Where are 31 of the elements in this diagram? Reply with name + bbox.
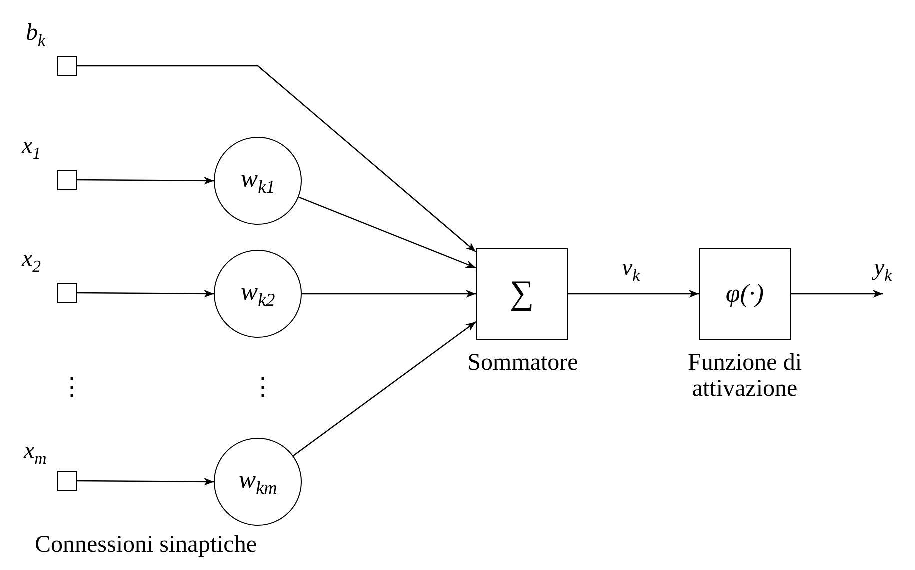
input-square (57, 170, 77, 190)
vertical-ellipsis: ⋮ (251, 375, 275, 402)
weight-label: w$_{k1}$ (240, 166, 276, 196)
input-label: x$_{2}$ (22, 246, 42, 276)
weight-label: w$_{k2}$ (240, 278, 276, 310)
activation-function-label: φ(·) (726, 281, 764, 307)
function-box (699, 248, 791, 340)
input-square (57, 56, 77, 76)
weight-label: w$_{km}$ (238, 466, 278, 498)
arrow (568, 290, 699, 298)
edge-label: y$_{k}$ (874, 255, 892, 286)
group-caption: Connessioni sinaptiche (35, 532, 257, 558)
input-label: x$_{1}$ (22, 133, 42, 164)
input-label: b$_{k}$ (26, 20, 46, 50)
arrow (77, 65, 476, 252)
input-label: x$_{m}$ (24, 438, 47, 468)
arrow (77, 176, 214, 185)
arrow (298, 196, 476, 269)
arrow (293, 322, 476, 456)
arrow (77, 478, 214, 486)
arrow (302, 290, 476, 298)
node-caption: Funzione di attivazione (687, 350, 803, 403)
arrow (791, 290, 883, 298)
edge-label: v$_{k}$ (622, 255, 640, 286)
input-square (57, 471, 77, 491)
node-caption: Sommatore (466, 350, 580, 376)
vertical-ellipsis: ⋮ (60, 375, 84, 402)
function-box (476, 248, 568, 340)
input-square (57, 283, 77, 303)
arrow (77, 290, 214, 298)
sum-symbol: ∑ (510, 277, 534, 311)
